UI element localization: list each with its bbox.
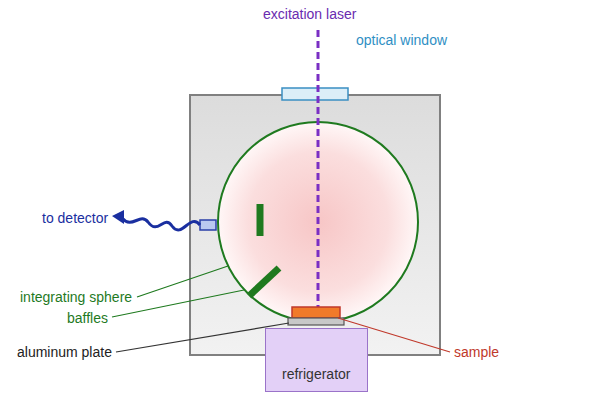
- beam-label: excitation laser: [263, 6, 356, 22]
- part-label: sample: [454, 344, 499, 360]
- node-label: refrigerator: [282, 366, 350, 382]
- baffle: [257, 204, 264, 236]
- aluminum-plate: [288, 318, 344, 325]
- laser-beam: [317, 30, 320, 307]
- part-label: aluminum plate: [17, 344, 112, 360]
- part-label: integrating sphere: [20, 289, 132, 305]
- housing: [190, 95, 440, 355]
- detector-port: [200, 220, 216, 230]
- part-label: baffles: [67, 310, 108, 326]
- leader-line: [137, 266, 228, 297]
- leader-line: [116, 323, 289, 352]
- part-label: optical window: [356, 32, 447, 48]
- arrowhead: [112, 210, 124, 224]
- optical-fiber: [122, 218, 200, 230]
- sample: [292, 307, 340, 318]
- baffle: [249, 268, 279, 296]
- part-label: to detector: [42, 210, 108, 226]
- refrigerator-box: refrigerator: [265, 328, 368, 392]
- optical-window: [282, 88, 348, 100]
